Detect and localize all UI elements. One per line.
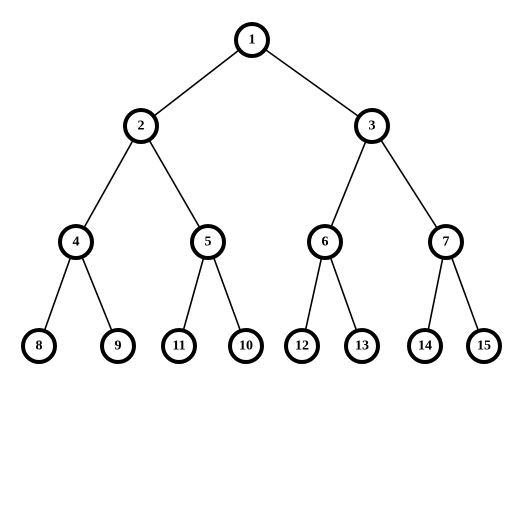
tree-node-14: 14 [407,328,443,364]
edge-n2-n4 [75,125,142,243]
node-label-10: 10 [239,339,253,354]
tree-node-7: 7 [428,224,464,260]
node-label-7: 7 [443,235,450,250]
node-circle-14 [407,328,443,364]
node-circle-8 [21,328,57,364]
node-circle-11 [161,328,197,364]
tree-node-5: 5 [190,224,226,260]
node-label-13: 13 [355,339,369,354]
node-circle-5 [190,224,226,260]
node-circle-3 [354,108,390,144]
edge-n4-n8 [38,241,77,347]
tree-node-15: 15 [466,328,502,364]
node-label-15: 15 [477,339,491,354]
node-circle-9 [100,328,136,364]
edge-n5-n10 [207,241,247,347]
node-label-4: 4 [73,235,80,250]
node-label-8: 8 [36,339,43,354]
edge-n7-n15 [445,241,485,347]
edges-layer [38,39,485,347]
node-circle-1 [234,22,270,58]
edge-n4-n9 [75,241,119,347]
node-circle-13 [344,328,380,364]
edge-n3-n6 [324,125,373,243]
node-label-11: 11 [172,339,185,354]
tree-node-13: 13 [344,328,380,364]
tree-node-2: 2 [123,108,159,144]
node-label-1: 1 [249,33,256,48]
node-label-14: 14 [418,339,432,354]
node-label-6: 6 [322,235,329,250]
node-label-3: 3 [369,119,376,134]
edge-n3-n7 [371,125,447,243]
node-label-9: 9 [115,339,122,354]
node-label-5: 5 [205,235,212,250]
edge-n6-n13 [324,241,363,347]
tree-node-12: 12 [284,328,320,364]
edge-n1-n2 [140,39,253,127]
node-circle-4 [58,224,94,260]
tree-node-6: 6 [307,224,343,260]
tree-node-10: 10 [228,328,264,364]
tree-node-9: 9 [100,328,136,364]
tree-node-8: 8 [21,328,57,364]
node-circle-2 [123,108,159,144]
node-circle-7 [428,224,464,260]
tree-node-11: 11 [161,328,197,364]
node-circle-10 [228,328,264,364]
node-label-2: 2 [138,119,145,134]
edge-n2-n5 [140,125,209,243]
node-circle-12 [284,328,320,364]
node-label-12: 12 [295,339,309,354]
node-circle-6 [307,224,343,260]
tree-node-3: 3 [354,108,390,144]
node-circle-15 [466,328,502,364]
tree-node-1: 1 [234,22,270,58]
tree-node-4: 4 [58,224,94,260]
edge-n1-n3 [251,39,373,127]
